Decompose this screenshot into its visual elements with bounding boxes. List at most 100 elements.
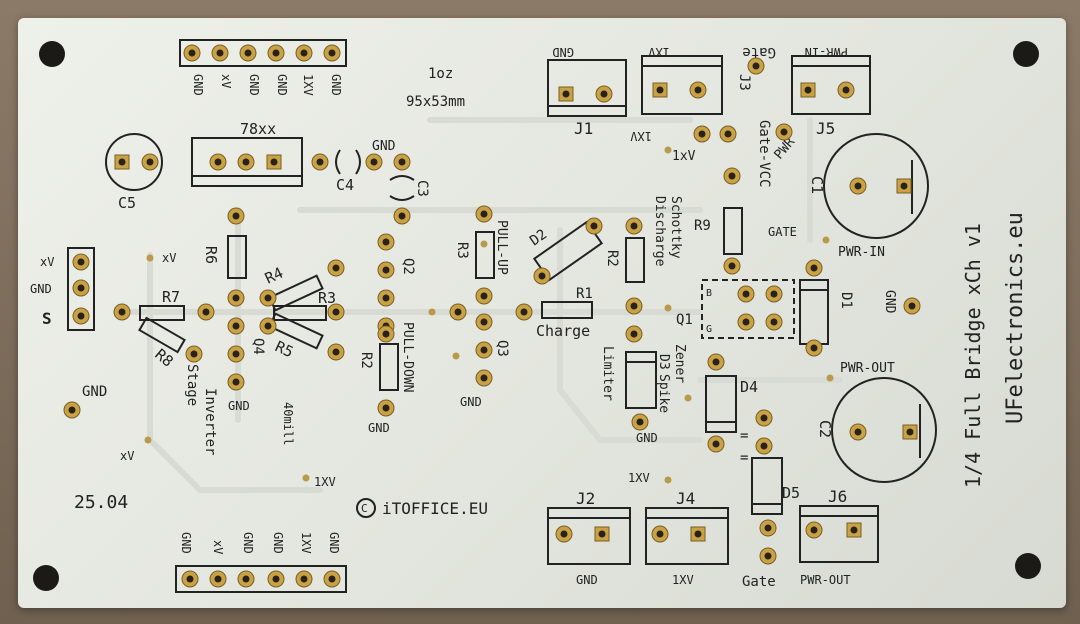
pad-hole xyxy=(842,86,850,94)
header-bottom-pin-5: 1XV xyxy=(299,532,313,554)
pad-hole xyxy=(764,524,772,532)
pad-hole xyxy=(242,575,250,583)
xv-left-label: xV xyxy=(120,449,134,463)
pad-hole xyxy=(214,158,222,166)
inverter-label: Inverter xyxy=(202,388,218,455)
j5-label: PWR-IN xyxy=(805,45,848,59)
j4-label: 1XV xyxy=(672,573,694,587)
pad-hole xyxy=(270,158,278,166)
pad-hole xyxy=(370,158,378,166)
gnd-q3-label: GND xyxy=(460,395,482,409)
capacitor-c5: C5 xyxy=(105,133,163,212)
pad-hole xyxy=(300,575,308,583)
gnd-left-label: GND xyxy=(82,384,107,400)
header-left: xV GND S xyxy=(30,247,95,331)
c1-label: C1 xyxy=(808,176,826,194)
q2-label: Q2 xyxy=(400,258,416,275)
header-top-pin-5: 1XV xyxy=(301,74,315,96)
j5-ref: J5 xyxy=(816,119,835,138)
mounting-holes xyxy=(33,41,1041,591)
pad-hole xyxy=(232,294,240,302)
pad-hole xyxy=(900,182,908,190)
pad-hole xyxy=(810,264,818,272)
header-bottom-pin-6: GND xyxy=(327,532,341,554)
pad-hole xyxy=(186,575,194,583)
j1-ref: J1 xyxy=(574,119,593,138)
header-top-pin-3: GND xyxy=(247,74,261,96)
resistor-r9: R9 xyxy=(694,207,743,255)
r2-right-label: R2 xyxy=(604,250,620,267)
pad-hole xyxy=(68,406,76,414)
pad-hole xyxy=(854,428,862,436)
terminal-j6: J6 PWR-OUT xyxy=(799,487,879,587)
pad-hole xyxy=(780,128,788,136)
via xyxy=(302,474,310,482)
board-website: UFelectronics.eu xyxy=(1003,212,1028,424)
gate-top-label: Gate xyxy=(742,44,776,60)
pad-hole xyxy=(656,530,664,538)
pull-down-label: PULL-DOWN xyxy=(400,322,415,392)
trace-width-label: 40mill xyxy=(281,402,295,445)
r1-label: R1 xyxy=(576,286,593,302)
via xyxy=(146,254,154,262)
equal-mark-1: = xyxy=(740,428,748,444)
pad-hole xyxy=(850,526,858,534)
via xyxy=(826,374,834,382)
header-left-pin-1: xV xyxy=(40,255,54,269)
pad-hole xyxy=(728,262,736,270)
gnd-right-label: GND xyxy=(882,290,897,314)
via xyxy=(684,394,692,402)
via xyxy=(480,240,488,248)
pad-hole xyxy=(630,330,638,338)
pad-hole xyxy=(332,308,340,316)
r9-label: R9 xyxy=(694,218,711,234)
diode-d5: D5 xyxy=(751,457,800,515)
via xyxy=(452,352,460,360)
diode-d1: D1 xyxy=(799,279,854,345)
mosfet-q1: Q1 B G xyxy=(676,279,795,339)
c2-label: C2 xyxy=(816,420,834,438)
pad-hole xyxy=(760,414,768,422)
gnd-d3-label: GND xyxy=(636,431,658,445)
resistor-r2-right: R2 xyxy=(604,237,645,283)
pad-hole xyxy=(770,290,778,298)
board-size-label: 95x53mm xyxy=(406,94,465,110)
via xyxy=(822,236,830,244)
pad-hole xyxy=(332,348,340,356)
j2-label: GND xyxy=(576,573,598,587)
d1-label: D1 xyxy=(838,292,854,309)
copyright-label: iTOFFICE.EU xyxy=(382,499,488,518)
r3-left-label: R3 xyxy=(318,289,336,307)
pad-hole xyxy=(760,442,768,450)
1xv-top-label: 1xV xyxy=(672,149,696,164)
pwr-out-right-label: PWR-OUT xyxy=(840,361,895,376)
pcb-traces xyxy=(117,117,843,493)
header-top-pin-2: xV xyxy=(219,74,233,88)
header-left-pin-3: S xyxy=(42,309,52,328)
diode-d4: D4 xyxy=(705,375,758,433)
header-left-pin-2: GND xyxy=(30,282,52,296)
capacitor-c4: C4 GND xyxy=(335,139,396,194)
pad-hole xyxy=(480,292,488,300)
j3-ref: J3 xyxy=(736,74,752,91)
pad-hole xyxy=(272,49,280,57)
charge-label: Charge xyxy=(536,322,590,340)
pad-hole xyxy=(214,575,222,583)
header-bottom-pin-3: GND xyxy=(241,532,255,554)
j6-ref: J6 xyxy=(828,487,847,506)
pad-hole xyxy=(398,212,406,220)
capacitor-c1: C1 xyxy=(808,133,929,239)
pad-hole xyxy=(216,49,224,57)
pad-hole xyxy=(332,264,340,272)
header-top-labels: GND xV GND GND 1XV GND xyxy=(191,74,343,96)
via xyxy=(428,308,436,316)
copyright-mark: C iTOFFICE.EU xyxy=(356,498,488,518)
c5-label: C5 xyxy=(118,194,136,212)
pad-hole xyxy=(118,158,126,166)
r7-label: R7 xyxy=(162,288,180,306)
d5-label: D5 xyxy=(782,484,800,502)
pad-hole xyxy=(712,358,720,366)
q1-pin-b: B xyxy=(706,288,712,299)
header-bottom-pin-1: GND xyxy=(179,532,193,554)
q4-label: Q4 xyxy=(250,338,266,355)
